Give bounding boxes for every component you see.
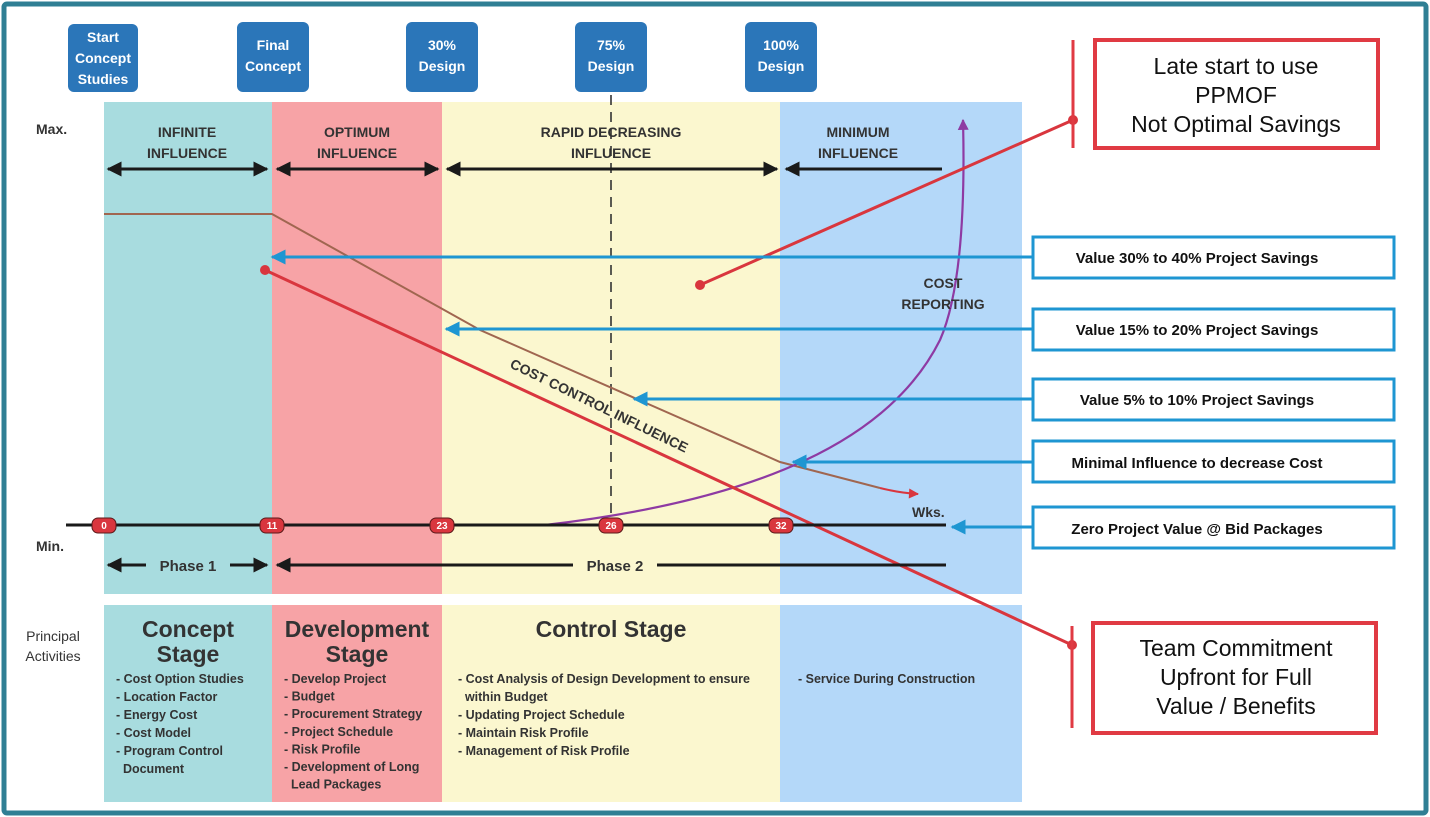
influence-curve-arrowhead <box>879 487 919 499</box>
team-commitment-callout-box <box>1091 621 1378 735</box>
week-marker-26: 26 <box>598 517 624 534</box>
week-marker-label: 26 <box>605 521 617 532</box>
development-activity-band <box>272 605 442 802</box>
late-start-start-dot <box>695 280 705 290</box>
milestone-box <box>237 22 309 92</box>
team-commitment-line <box>264 268 1073 647</box>
week-marker-label: 11 <box>267 521 278 532</box>
week-marker-23: 23 <box>429 517 455 534</box>
value-box-label: Value 15% to 20% Project Savings <box>1076 322 1319 339</box>
axis-min-label: Min. <box>36 538 64 554</box>
milestone-box <box>745 22 817 92</box>
service-activity-band <box>780 605 1022 802</box>
value-box-label: Value 5% to 10% Project Savings <box>1080 392 1314 409</box>
week-marker-label: 0 <box>101 521 107 532</box>
week-marker-label: 23 <box>436 521 448 532</box>
development-band <box>272 102 442 594</box>
service-band <box>780 102 1022 594</box>
value-box-5-10 <box>1031 377 1396 422</box>
team-commitment-start-dot <box>260 265 270 275</box>
milestone-label: 75%Design <box>588 37 635 74</box>
late-start-callout-box <box>1093 38 1380 150</box>
week-marker-32: 32 <box>768 517 794 534</box>
control-activity-band <box>442 605 780 802</box>
value-box-label: Minimal Influence to decrease Cost <box>1072 455 1323 472</box>
value-box-minimal <box>1031 439 1396 484</box>
control-activity-list: - Cost Analysis of Design Development to… <box>458 672 750 758</box>
value-box-zero <box>1031 505 1396 550</box>
milestone-box <box>68 24 138 92</box>
milestone-30-design: 30%Design <box>406 22 478 92</box>
concept-activity-band <box>104 605 272 802</box>
phase1-label: Phase 1 <box>160 558 217 575</box>
milestone-box <box>406 22 478 92</box>
week-marker-11: 11 <box>259 517 285 534</box>
milestone-label: 100%Design <box>758 37 805 74</box>
week-marker-0: 0 <box>91 517 117 534</box>
concept-activity-list: - Cost Option Studies- Location Factor- … <box>116 672 244 776</box>
phase2-label: Phase 2 <box>587 558 644 575</box>
control-stage-title: Control Stage <box>536 616 687 642</box>
milestone-75-design: 75%Design <box>575 22 647 92</box>
weeks-label: Wks. <box>912 504 945 520</box>
cost-reporting-curve <box>544 118 969 527</box>
milestone-label: 30%Design <box>419 37 466 74</box>
development-activity-list: - Develop Project- Budget- Procurement S… <box>284 672 422 792</box>
value-box-15-20 <box>1031 307 1396 352</box>
milestone-100-design: 100%Design <box>745 22 817 92</box>
axis-max-label: Max. <box>36 121 67 137</box>
week-marker-label: 32 <box>775 521 787 532</box>
value-box-label: Value 30% to 40% Project Savings <box>1076 250 1319 267</box>
value-box-label: Zero Project Value @ Bid Packages <box>1071 521 1322 538</box>
service-activity-list: - Service During Construction <box>798 672 975 686</box>
concept-band <box>104 102 272 594</box>
milestone-box <box>575 22 647 92</box>
